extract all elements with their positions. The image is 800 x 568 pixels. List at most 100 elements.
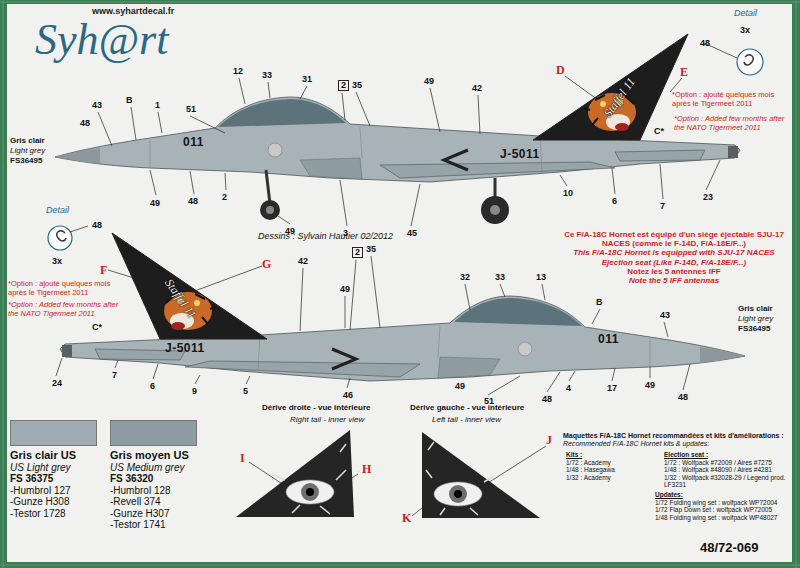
callout-number: B — [596, 297, 603, 307]
callout-number: 33 — [262, 70, 272, 80]
landing-gear — [490, 205, 500, 215]
kit-line: 1/32 : Wolfpack #32028-29 / Legend prod.… — [664, 474, 794, 489]
callout-number: 43 — [92, 100, 102, 110]
callout-number: 49 — [645, 380, 655, 390]
landing-gear — [266, 206, 274, 214]
legend-text: Gris moyen US — [110, 449, 220, 462]
kit-line: 1/48 : Hasegawa — [566, 466, 658, 473]
color-swatch — [110, 420, 197, 446]
aircraft-marking: J-5011 — [165, 342, 205, 356]
aircraft-marking: J-5011 — [500, 148, 540, 162]
colour-label: Light grey — [10, 146, 45, 155]
kit-line: 1/72 Flap Down set : wolfpack WP72005 — [655, 506, 795, 513]
legend-text: Gris clair US — [10, 449, 105, 462]
callout-number: 49 — [340, 284, 350, 294]
callout-number: 49 — [455, 381, 465, 391]
callout-number: 31 — [302, 74, 312, 84]
leader-lines — [150, 160, 720, 226]
tail-inner-view — [422, 432, 540, 518]
callout-number: 6 — [150, 381, 155, 391]
colour-label: FS36495 — [738, 324, 770, 333]
text-group: Updates:1/72 Folding wing set : wolfpack… — [655, 491, 795, 521]
tail-inner-view — [272, 444, 346, 514]
text-group: Kits :1/72 : Academy1/48 : Hasegawa1/32 … — [566, 451, 658, 481]
view-title: Dérive droite - vue intérieure — [262, 403, 370, 412]
callout-number: 13 — [536, 272, 546, 282]
callout-number: 3x — [52, 256, 62, 266]
paint-reference: FS 36375 — [10, 473, 105, 485]
option-note: *Option : Added few months after the NAT… — [8, 300, 122, 318]
callout-number: 12 — [233, 66, 243, 76]
seat-note: Note the 5 IFF antennas — [558, 276, 790, 285]
view-title: Dérive gauche - vue intérieure — [410, 403, 524, 412]
callout-number: 51 — [186, 104, 196, 114]
callout-number: 23 — [703, 192, 713, 202]
kit-line: 1/48 Folding wing set : wolfpack WP48027 — [655, 514, 795, 521]
detail-circle — [48, 226, 72, 250]
colour-label: Gris clair — [10, 136, 45, 145]
decal-letter: J — [546, 434, 552, 448]
option-note: *Option : ajouté quelques mois après le … — [672, 90, 790, 108]
tail-inner-view — [236, 430, 354, 517]
decal-letter: K — [402, 512, 411, 526]
tail-inner-view — [301, 483, 319, 501]
paint-reference: -Humbrol 128 — [110, 485, 220, 497]
brand-logo: Syh@rt — [35, 18, 168, 62]
tail-inner-view — [306, 488, 314, 496]
callout-number: 2 — [352, 247, 363, 258]
callout-number: 49 — [150, 198, 160, 208]
leader-lines — [56, 358, 690, 395]
callout-number: 10 — [563, 188, 573, 198]
text-group: Ce F/A-18C Hornet est équipé d'un siège … — [558, 230, 790, 285]
leader-lines — [98, 43, 737, 146]
paint-reference: -Testor 1741 — [110, 519, 220, 531]
callout-number: 7 — [660, 201, 665, 211]
paint-reference: FS 36320 — [110, 473, 220, 485]
leader-lines — [249, 446, 546, 516]
detail-label: Detail — [734, 8, 757, 18]
callout-number: 46 — [343, 390, 353, 400]
callout-number: 48 — [700, 38, 710, 48]
paint-reference: US Light grey — [10, 462, 105, 474]
colour-label: FS36495 — [10, 156, 42, 165]
callout-number: 43 — [660, 310, 670, 320]
tail-inner-view — [454, 490, 462, 498]
kit-line: 1/48 : Wolfpack #48090 / Aires #4281 — [664, 466, 794, 473]
callout-number: 48 — [542, 394, 552, 404]
kits-heading: Recommended F/A-18C Hornet kits & update… — [563, 440, 795, 448]
detail-label: Detail — [46, 205, 69, 215]
callout-number: 32 — [460, 272, 470, 282]
callout-number: 48 — [92, 220, 102, 230]
credit: Dessins : Sylvain Hautier 02/2012 — [258, 231, 393, 241]
paint-reference: -Revell 374 — [110, 496, 220, 508]
text-group: Election seat :1/72 : Wolfpack #72009 / … — [664, 451, 794, 488]
text-group: Maquettes F/A-18C Hornet recommandées et… — [563, 432, 795, 448]
callout-number: 2 — [222, 192, 227, 202]
callout-number: 42 — [472, 83, 482, 93]
detail-circle — [737, 49, 763, 75]
seat-note: Ce F/A-18C Hornet est équipé d'un siège … — [558, 230, 790, 248]
callout-number: 1 — [155, 100, 160, 110]
paint-reference: -Testor 1728 — [10, 508, 105, 520]
decal-letter: H — [362, 463, 371, 477]
tail-inner-view — [236, 430, 540, 518]
callout-number: 49 — [424, 76, 434, 86]
kit-line: 1/72 : Academy — [566, 459, 658, 466]
callout-number: 48 — [80, 118, 90, 128]
landing-gear — [260, 170, 509, 224]
callout-number: 48 — [678, 392, 688, 402]
option-note: *Option : ajouté quelques mois après le … — [8, 279, 122, 297]
callout-number: C* — [92, 322, 102, 332]
tail-inner-view — [434, 482, 482, 506]
callout-number: 45 — [407, 228, 417, 238]
callout-number: 35 — [366, 244, 376, 254]
kit-line: 1/72 : Wolfpack #72009 / Aires #7275 — [664, 459, 794, 466]
detail-circle — [57, 231, 66, 241]
paint-reference: -Humbrol 127 — [10, 485, 105, 497]
kit-line: 1/72 Folding wing set : wolfpack WP72004 — [655, 499, 795, 506]
detail-circle — [744, 55, 753, 65]
callout-number: 2 — [338, 80, 349, 91]
landing-gear — [260, 200, 280, 220]
